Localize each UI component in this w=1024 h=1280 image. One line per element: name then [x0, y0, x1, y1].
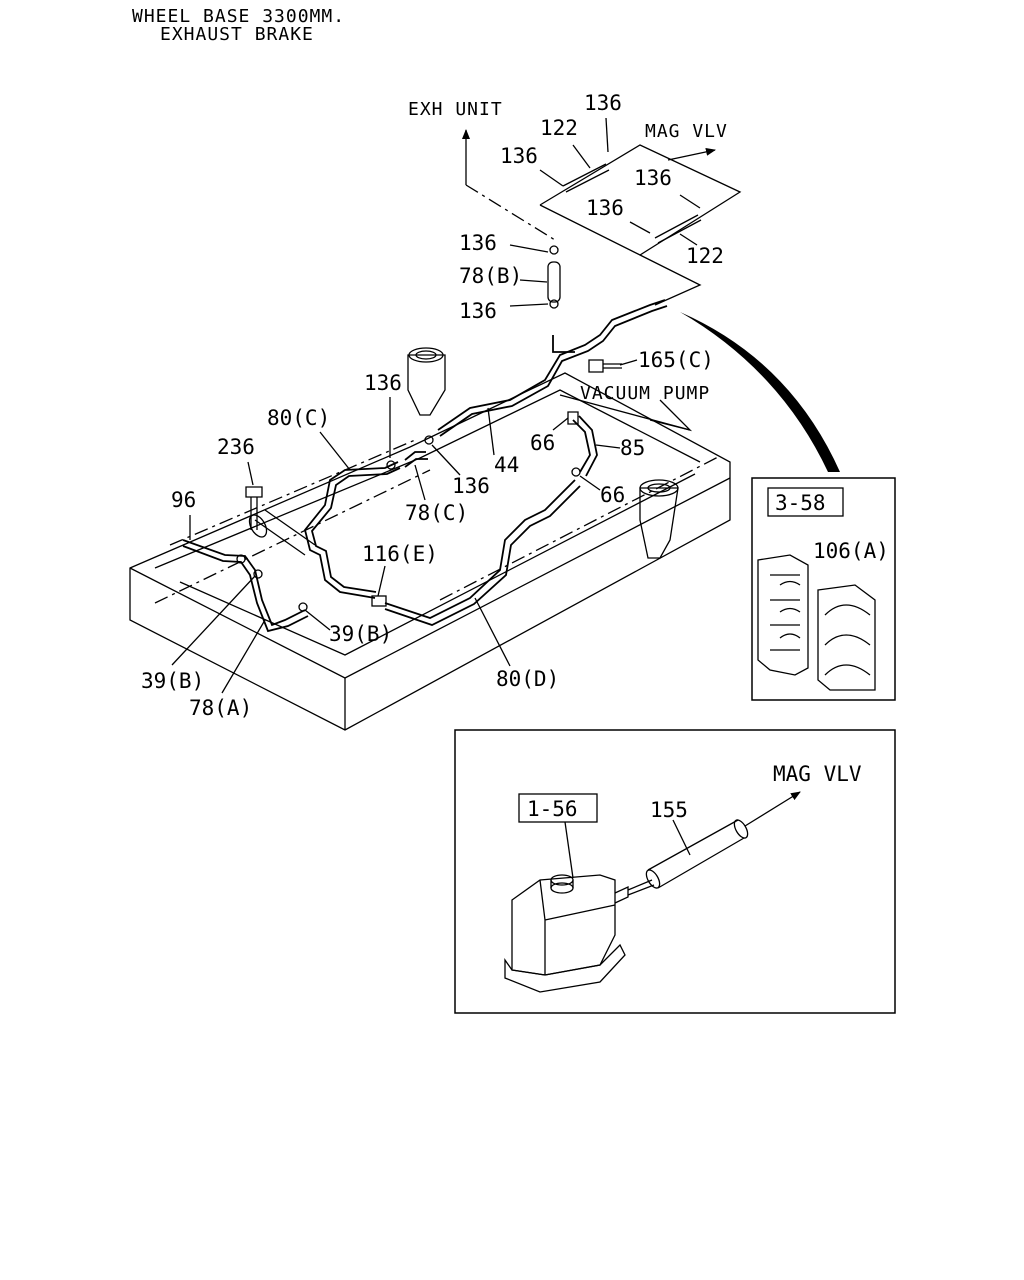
inset-pointer: [680, 312, 840, 472]
callout-80d: 80(D): [496, 667, 559, 691]
callout-136-left-top: 136: [500, 144, 538, 168]
direction-vacuum-pump: VACUUM PUMP: [580, 383, 710, 404]
callout-136-c: 136: [364, 371, 402, 395]
ref-clip-label: 3-58: [775, 491, 826, 515]
ref-valve-label: 1-56: [527, 797, 578, 821]
callout-236: 236: [217, 435, 255, 459]
callout-136-a: 136: [459, 231, 497, 255]
callout-78c: 78(C): [405, 501, 468, 525]
callout-78a: 78(A): [189, 696, 252, 720]
callout-136-b: 136: [459, 299, 497, 323]
callout-78b: 78(B): [459, 264, 522, 288]
callout-66-b: 66: [600, 483, 625, 507]
callout-85: 85: [620, 436, 645, 460]
direction-mag-vlv-inset: MAG VLV: [773, 762, 862, 786]
callout-136-d: 136: [452, 474, 490, 498]
direction-mag-vlv: MAG VLV: [645, 121, 728, 142]
chassis-frame: [129, 347, 731, 731]
callout-labels: 136 122 136 136 136 122 136 78(B) 136 16…: [141, 91, 724, 720]
callout-136-top: 136: [584, 91, 622, 115]
callout-122-bottom: 122: [686, 244, 724, 268]
callout-165c: 165(C): [638, 348, 714, 372]
clip-inset: 3-58 106(A): [751, 477, 896, 701]
callout-106a: 106(A): [813, 539, 889, 563]
route-lines: [462, 129, 742, 432]
callout-80c: 80(C): [267, 406, 330, 430]
callout-122-top: 122: [540, 116, 578, 140]
vacuum-pipe-routing: [182, 299, 668, 633]
callout-96: 96: [171, 488, 196, 512]
header-subtitle: EXHAUST BRAKE: [160, 24, 314, 45]
callout-39b-right: 39(B): [329, 622, 392, 646]
callout-116e: 116(E): [362, 542, 438, 566]
callout-66-a: 66: [530, 431, 555, 455]
direction-exh-unit: EXH UNIT: [408, 99, 503, 120]
valve-inset: 1-56 MAG VLV 155: [454, 729, 896, 1014]
callout-136-right: 136: [634, 166, 672, 190]
callout-44: 44: [494, 453, 519, 477]
leader-lines: [171, 117, 701, 694]
callout-39b-left: 39(B): [141, 669, 204, 693]
callout-155: 155: [650, 798, 688, 822]
header-title: WHEEL BASE 3300MM.: [132, 6, 345, 27]
callout-136-mid: 136: [586, 196, 624, 220]
